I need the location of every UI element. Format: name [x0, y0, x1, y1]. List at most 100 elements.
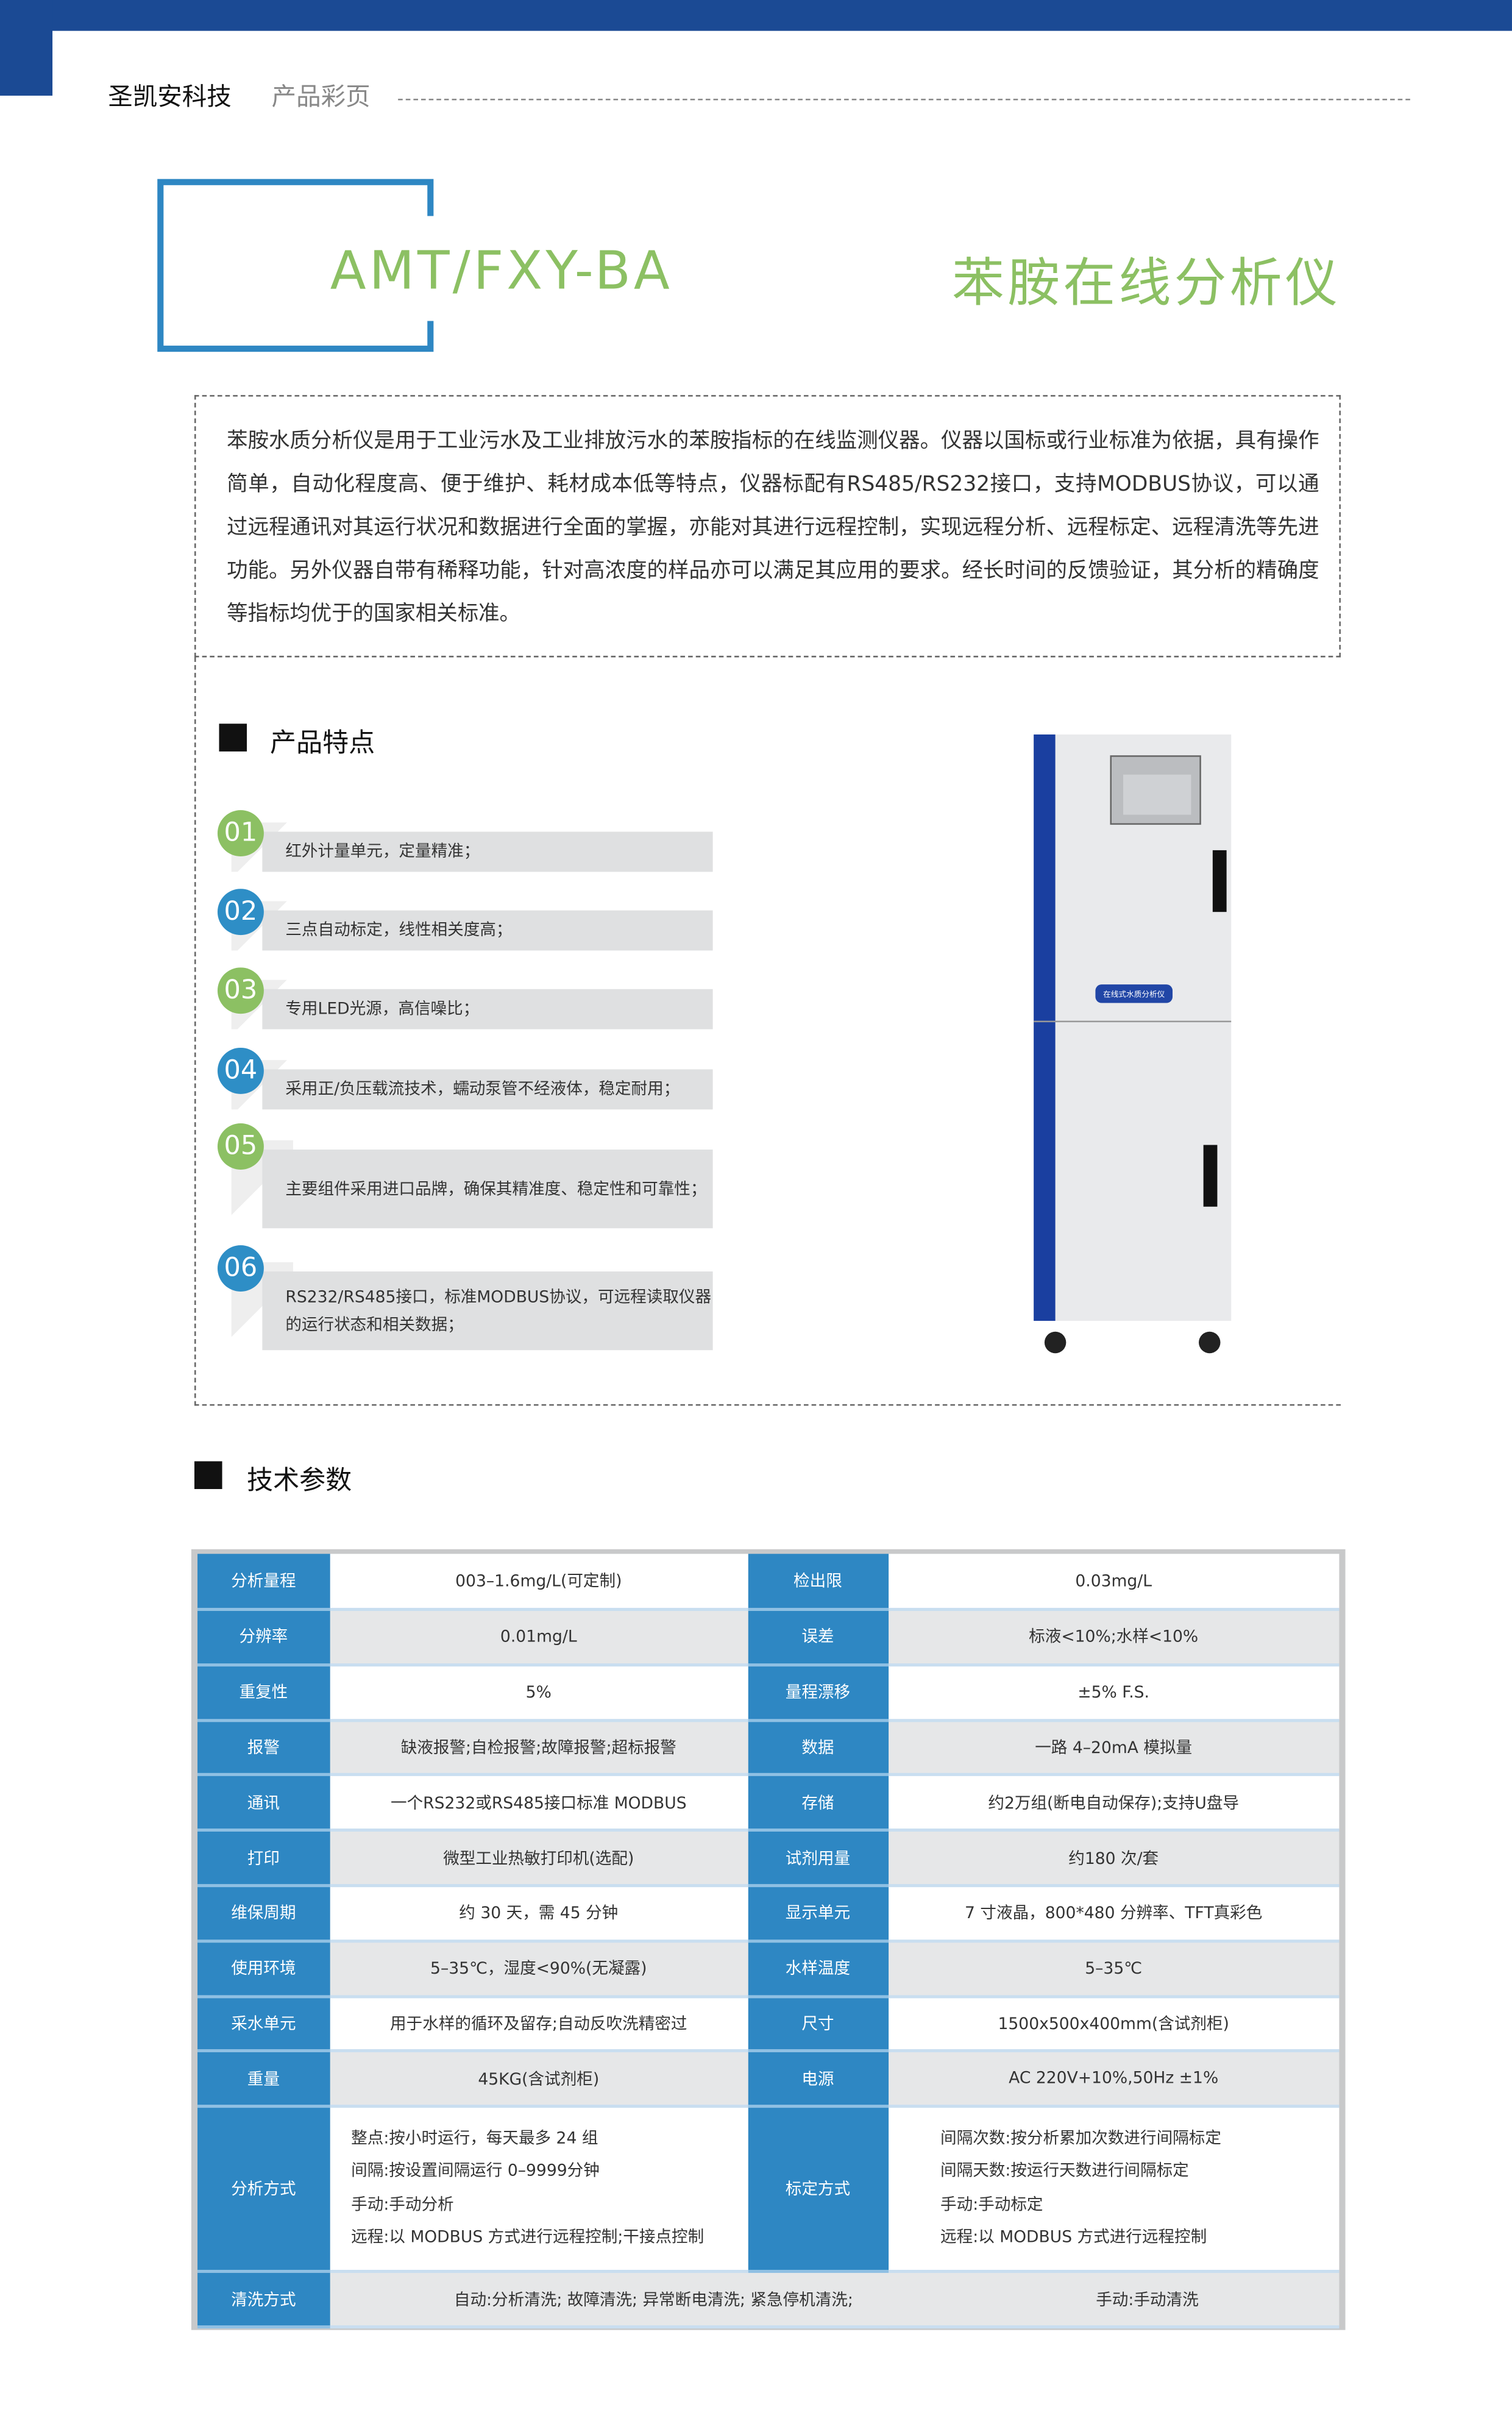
spec-value: 1500x500x400mm(含试剂柜) — [887, 1996, 1340, 2053]
spec-label: 报警 — [197, 1719, 330, 1777]
feature-number-badge: 06 — [217, 1245, 264, 1292]
spec-label: 通讯 — [197, 1775, 330, 1832]
spec-row: 重量 45KG(含试剂柜) 电源 AC 220V+10%,50Hz ±1% — [197, 2051, 1340, 2108]
spec-label: 标定方式 — [747, 2106, 888, 2273]
spec-value: 003–1.6mg/L(可定制) — [329, 1554, 748, 1611]
feature-text: 三点自动标定，线性相关度高； — [285, 921, 513, 940]
corner-block — [0, 0, 53, 96]
spec-row: 通讯 一个RS232或RS485接口标准 MODBUS 存储 约2万组(断电自动… — [197, 1775, 1340, 1832]
spec-value: 45KG(含试剂柜) — [329, 2051, 748, 2108]
spec-label: 采水单元 — [197, 1996, 330, 2053]
spec-label: 检出限 — [747, 1554, 888, 1611]
feature-item: RS232/RS485接口，标准MODBUS协议，可远程读取仪器的运行状态和相关… — [262, 1271, 713, 1351]
spec-value: 5–35℃，湿度<90%(无凝露) — [329, 1941, 748, 1998]
description-box — [194, 395, 1341, 658]
spec-row: 清洗方式 自动:分析清洗; 故障清洗; 异常断电清洗; 紧急停机清洗; 手动:手动… — [197, 2271, 1340, 2329]
feature-text: 主要组件采用进口品牌，确保其精准度、稳定性和可靠性； — [285, 1179, 707, 1198]
feature-item: 采用正/负压载流技术，蠕动泵管不经液体，稳定耐用； — [262, 1069, 713, 1110]
product-image: 在线式水质分析仪 — [1034, 734, 1232, 1354]
device-label: 在线式水质分析仪 — [1103, 989, 1165, 998]
features-heading: 产品特点 — [270, 728, 375, 759]
spec-value: 标液<10%;水样<10% — [887, 1609, 1340, 1666]
spec-row: 报警 缺液报警;自检报警;故障报警;超标报警 数据 一路 4–20mA 模拟量 — [197, 1719, 1340, 1777]
feature-text: 专用LED光源，高信噪比； — [285, 1000, 480, 1019]
brochure-label: 产品彩页 — [271, 82, 371, 112]
spec-label: 分析量程 — [197, 1554, 330, 1611]
calibration-modes: 间隔次数:按分析累加次数进行间隔标定间隔天数:按运行天数进行间隔标定手动:手动标… — [887, 2106, 1340, 2273]
spec-label: 清洗方式 — [197, 2271, 330, 2329]
header-divider — [398, 99, 1410, 101]
product-title: 苯胺在线分析仪 — [951, 253, 1341, 315]
feature-number-badge: 05 — [217, 1123, 264, 1170]
spec-line: 整点:按小时运行，每天最多 24 组 — [351, 2128, 598, 2148]
spec-line: 间隔:按设置间隔运行 0–9999分钟 — [351, 2162, 600, 2181]
feature-text: 采用正/负压载流技术，蠕动泵管不经液体，稳定耐用； — [285, 1080, 680, 1099]
spec-value: 0.01mg/L — [329, 1609, 748, 1666]
feature-item: 红外计量单元，定量精准； — [262, 831, 713, 872]
spec-row: 分析量程 003–1.6mg/L(可定制) 检出限 0.03mg/L — [197, 1554, 1340, 1611]
spec-row: 分辨率 0.01mg/L 误差 标液<10%;水样<10% — [197, 1609, 1340, 1666]
cleaning-modes: 自动:分析清洗; 故障清洗; 异常断电清洗; 紧急停机清洗; 手动:手动清洗 — [329, 2271, 1340, 2329]
manual-cleaning: 手动:手动清洗 — [1096, 2291, 1199, 2309]
spec-label: 存储 — [747, 1775, 888, 1832]
spec-row: 使用环境 5–35℃，湿度<90%(无凝露) 水样温度 5–35℃ — [197, 1941, 1340, 1998]
heading-square-icon — [219, 723, 247, 752]
heading-square-icon — [194, 1461, 222, 1489]
spec-row: 分析方式 整点:按小时运行，每天最多 24 组间隔:按设置间隔运行 0–9999… — [197, 2106, 1340, 2273]
spec-value: 一路 4–20mA 模拟量 — [887, 1719, 1340, 1777]
spec-value: 约180 次/套 — [887, 1830, 1340, 1888]
features-divider — [194, 1404, 1341, 1406]
spec-line: 手动:手动标定 — [940, 2195, 1043, 2214]
spec-value: ±5% F.S. — [887, 1665, 1340, 1722]
spec-value: AC 220V+10%,50Hz ±1% — [887, 2051, 1340, 2108]
company-name: 圣凯安科技 — [108, 82, 232, 112]
spec-label: 重量 — [197, 2051, 330, 2108]
spec-label: 维保周期 — [197, 1885, 330, 1943]
spec-label: 打印 — [197, 1830, 330, 1888]
spec-line: 间隔次数:按分析累加次数进行间隔标定 — [940, 2128, 1221, 2148]
feature-text: 红外计量单元，定量精准； — [285, 842, 480, 861]
feature-number-badge: 01 — [217, 810, 264, 857]
feature-text: RS232/RS485接口，标准MODBUS协议，可远程读取仪器的运行状态和相关… — [285, 1287, 712, 1334]
spec-value: 缺液报警;自检报警;故障报警;超标报警 — [329, 1719, 748, 1777]
spec-label: 分辨率 — [197, 1609, 330, 1666]
spec-row: 重复性 5% 量程漂移 ±5% F.S. — [197, 1665, 1340, 1722]
top-banner — [0, 0, 1512, 31]
spec-line: 远程:以 MODBUS 方式进行远程控制;干接点控制 — [351, 2228, 705, 2247]
description-text: 苯胺水质分析仪是用于工业污水及工业排放污水的苯胺指标的在线监测仪器。仪器以国标或… — [227, 428, 1319, 627]
specs-heading: 技术参数 — [247, 1466, 352, 1497]
spec-row: 维保周期 约 30 天，需 45 分钟 显示单元 7 寸液晶，800*480 分… — [197, 1885, 1340, 1943]
model-number: AMT/FXY-BA — [330, 240, 673, 303]
spec-value: 一个RS232或RS485接口标准 MODBUS — [329, 1775, 748, 1832]
spec-value: 约 30 天，需 45 分钟 — [329, 1885, 748, 1943]
feature-item: 专用LED光源，高信噪比； — [262, 989, 713, 1029]
spec-row: 采水单元 用于水样的循环及留存;自动反吹洗精密过 尺寸 1500x500x400… — [197, 1996, 1340, 2053]
spec-value: 微型工业热敏打印机(选配) — [329, 1830, 748, 1888]
spec-row: 打印 微型工业热敏打印机(选配) 试剂用量 约180 次/套 — [197, 1830, 1340, 1888]
spec-value: 约2万组(断电自动保存);支持U盘导 — [887, 1775, 1340, 1832]
features-border — [194, 657, 196, 1406]
auto-cleaning: 自动:分析清洗; 故障清洗; 异常断电清洗; 紧急停机清洗; — [453, 2291, 853, 2309]
spec-label: 电源 — [747, 2051, 888, 2108]
feature-item: 三点自动标定，线性相关度高； — [262, 910, 713, 951]
spec-label: 水样温度 — [747, 1941, 888, 1998]
spec-label: 误差 — [747, 1609, 888, 1666]
feature-number-badge: 02 — [217, 889, 264, 936]
spec-label: 数据 — [747, 1719, 888, 1777]
analysis-modes: 整点:按小时运行，每天最多 24 组间隔:按设置间隔运行 0–9999分钟手动:… — [329, 2106, 748, 2273]
spec-value: 5% — [329, 1665, 748, 1722]
feature-number-badge: 04 — [217, 1047, 264, 1094]
spec-value: 0.03mg/L — [887, 1554, 1340, 1611]
spec-label: 重复性 — [197, 1665, 330, 1722]
bracket-gap — [425, 216, 442, 321]
spec-table: 分析量程 003–1.6mg/L(可定制) 检出限 0.03mg/L 分辨率 0… — [191, 1549, 1346, 2330]
spec-value: 用于水样的循环及留存;自动反吹洗精密过 — [329, 1996, 748, 2053]
spec-label: 分析方式 — [197, 2106, 330, 2273]
spec-label: 量程漂移 — [747, 1665, 888, 1722]
feature-number-badge: 03 — [217, 967, 264, 1014]
spec-line: 间隔天数:按运行天数进行间隔标定 — [940, 2162, 1189, 2181]
spec-label: 试剂用量 — [747, 1830, 888, 1888]
feature-item: 主要组件采用进口品牌，确保其精准度、稳定性和可靠性； — [262, 1150, 713, 1229]
spec-label: 显示单元 — [747, 1885, 888, 1943]
spec-line: 远程:以 MODBUS 方式进行远程控制 — [940, 2228, 1207, 2247]
